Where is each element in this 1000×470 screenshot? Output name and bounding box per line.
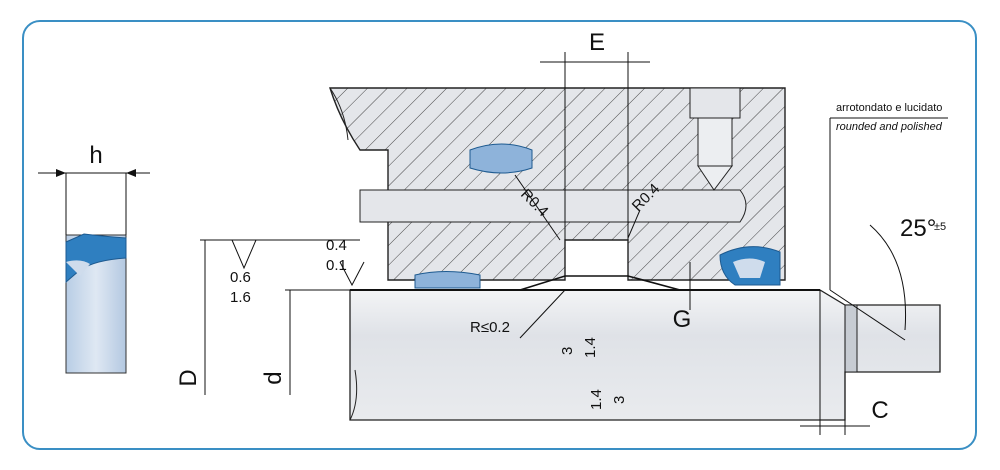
- note-italian: arrotondato e lucidato: [836, 102, 942, 114]
- angle-tolerance-label: ±5: [934, 221, 946, 233]
- roughness-rod-b-bottom: 3: [611, 396, 628, 404]
- gap-label: G: [673, 306, 692, 333]
- roughness-rod-a-bottom: 1.4: [582, 337, 599, 358]
- roughness-bore-top: 0.4: [326, 237, 347, 254]
- roughness-groove-bottom: 1.6: [230, 289, 251, 306]
- roughness-rod-b-top: 1.4: [588, 389, 605, 410]
- diagram-frame: [22, 20, 977, 450]
- chamfer-label: C: [871, 397, 888, 424]
- rod-diameter-label: d: [260, 371, 287, 384]
- width-label-h: h: [89, 142, 102, 169]
- bore-diameter-label: D: [175, 369, 202, 386]
- radius-label-3: R≤0.2: [470, 319, 510, 336]
- groove-width-label: E: [589, 29, 605, 56]
- rod: [349, 246, 941, 421]
- roughness-rod-a-top: 3: [559, 347, 576, 355]
- housing: [329, 87, 786, 281]
- angle-label: 25°: [900, 215, 936, 242]
- roughness-bore-bottom: 0.1: [326, 257, 347, 274]
- note-english: rounded and polished: [836, 121, 943, 133]
- dimension-lines: [200, 52, 948, 435]
- roughness-groove-top: 0.6: [230, 269, 251, 286]
- seal-cross-section: [38, 169, 150, 374]
